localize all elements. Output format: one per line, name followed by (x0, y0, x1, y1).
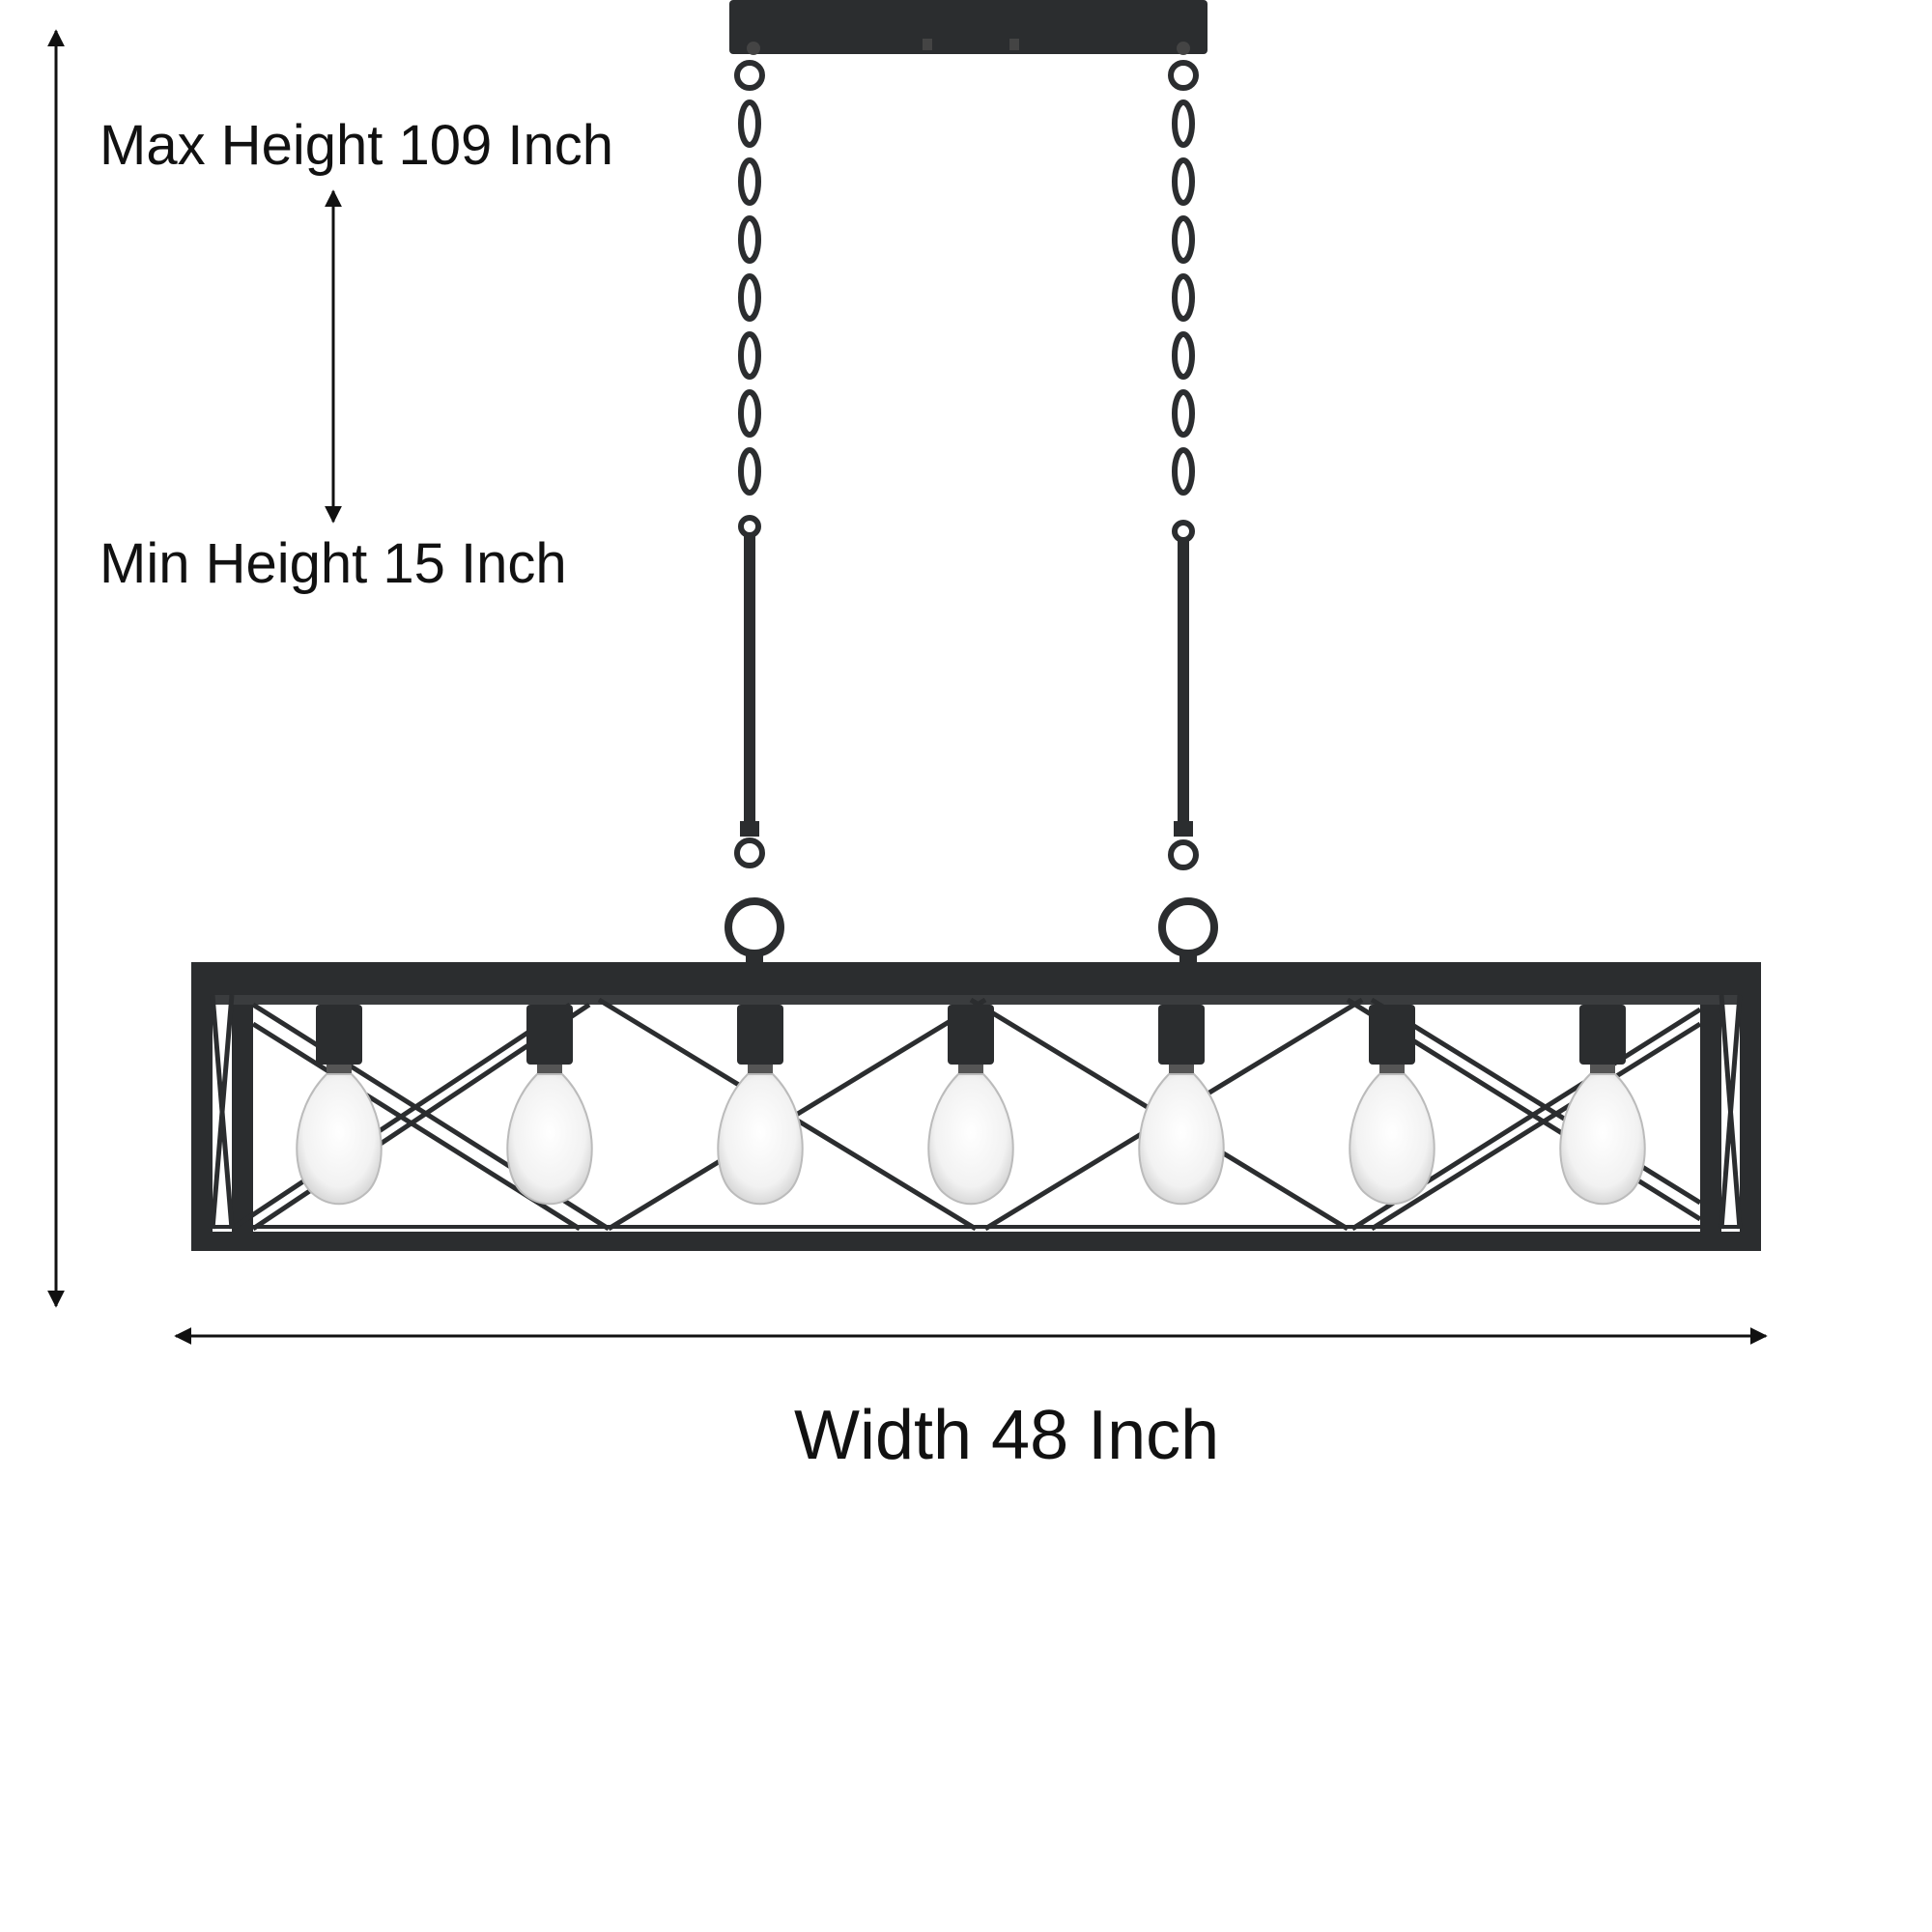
bulb (717, 1005, 804, 1206)
bulb (296, 1005, 383, 1206)
bulb (1138, 1005, 1225, 1206)
bulb (1349, 1005, 1435, 1206)
bulb (927, 1005, 1014, 1206)
bulb (1559, 1005, 1646, 1206)
fixture-frame (191, 962, 1761, 1251)
left-rod (724, 536, 784, 969)
right-chain (1168, 60, 1199, 543)
width-label: Width 48 Inch (794, 1397, 1220, 1474)
ceiling-canopy (729, 0, 1208, 55)
bulb (506, 1005, 593, 1206)
left-chain (734, 60, 765, 538)
right-rod (1158, 541, 1218, 969)
max-height-label: Max Height 109 Inch (99, 114, 613, 177)
bulbs (296, 1005, 1646, 1206)
min-height-label: Min Height 15 Inch (99, 532, 567, 595)
